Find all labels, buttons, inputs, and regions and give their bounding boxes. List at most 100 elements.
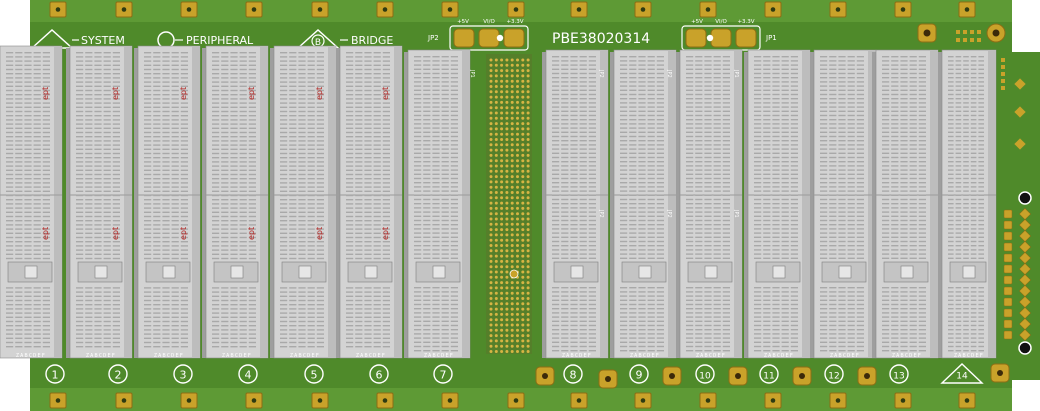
- connector-4-pin: [212, 178, 220, 180]
- connector-9-pin: [629, 299, 637, 301]
- connector-2-pin: [103, 249, 111, 251]
- connector-2-pin: [103, 220, 111, 222]
- jumper-jp2: JP2 +5V VI/O +3.3V: [427, 19, 529, 51]
- connector-11-pin: [790, 60, 798, 62]
- connector-4-pin: [221, 241, 229, 243]
- connector-12-pin: [847, 211, 855, 213]
- connector-11-pin: [763, 194, 771, 196]
- connector-1-pin: [33, 85, 41, 87]
- connector-3-pin: [171, 287, 179, 289]
- connector-2-pin: [94, 81, 102, 83]
- connector-4-pin: [248, 85, 256, 87]
- connector-9-pin: [647, 119, 655, 121]
- connector-5-pin: [316, 304, 324, 306]
- connector-12-pin: [847, 224, 855, 226]
- connector-3-pin: [153, 161, 161, 163]
- connector-9-pin: [656, 119, 664, 121]
- via-283: [500, 244, 504, 247]
- connector-3-pin: [153, 333, 161, 335]
- connector-12-pin: [838, 249, 846, 251]
- connector-1-pin: [15, 215, 23, 218]
- connector-2-pin: [94, 241, 102, 243]
- vias: [489, 58, 530, 353]
- connector-10-pin: [713, 165, 721, 167]
- connector-12-pin: [820, 127, 828, 129]
- connector-14-pin: [948, 98, 954, 100]
- connector-10-pin: [713, 320, 721, 322]
- connector-8-pin: [552, 119, 560, 121]
- connector-9-pin: [656, 169, 664, 171]
- connector-8-pin: [588, 127, 596, 129]
- connector-7-pin: [414, 152, 422, 154]
- connector-1-pin: [24, 173, 32, 176]
- connector-10-pin: [722, 312, 730, 314]
- via-161: [489, 164, 493, 168]
- connector-5-pin: [316, 165, 324, 167]
- connector-10-pin: [704, 123, 712, 125]
- connector-8-pin: [561, 89, 569, 91]
- connector-4-pin: [239, 211, 247, 213]
- connector-13-pin: [909, 253, 917, 255]
- via-219: [500, 201, 504, 205]
- connector-6-pin: [346, 131, 354, 134]
- connector-5-pin: [280, 81, 288, 83]
- connector-3-pin: [144, 304, 152, 306]
- connector-7-pin: [432, 85, 440, 87]
- connector-8-pin: [552, 236, 560, 238]
- connector-9-pin: [656, 329, 664, 331]
- jumper-jp2-pin2: VI/O: [483, 19, 495, 25]
- connector-12-pin: [820, 114, 828, 117]
- connector-8-pin: [552, 198, 560, 201]
- connector-13-pin: [900, 236, 908, 238]
- connector-5-pin: [298, 190, 306, 192]
- connector-9-pin: [647, 131, 655, 133]
- connector-10-pin: [695, 110, 703, 112]
- connector-3-pin: [153, 194, 161, 197]
- connector-2-pin: [103, 186, 111, 188]
- connector-13-pin: [900, 161, 908, 163]
- via-186: [494, 180, 498, 184]
- connector-6-pin: [382, 173, 390, 176]
- connector-5-pin: [316, 115, 324, 117]
- connector-7-pin: [414, 224, 422, 226]
- connector-12-pin: [829, 156, 837, 159]
- connector-10-pin: [722, 110, 730, 112]
- connector-3-pin: [153, 190, 161, 192]
- via-87: [521, 111, 525, 115]
- connector-13-pin: [882, 291, 890, 293]
- connector-3-pin: [153, 257, 161, 260]
- connector-9-pin: [647, 161, 655, 163]
- connector-12-pin: [847, 236, 855, 238]
- connector-1-pin: [15, 329, 23, 331]
- connector-1-pin: [6, 136, 14, 138]
- connector-13-pin: [882, 207, 890, 209]
- connector-4-pin: [239, 257, 247, 260]
- connector-3-pin: [162, 295, 170, 297]
- connector-1-pin: [42, 291, 50, 293]
- connector-8-pin: [552, 228, 560, 230]
- connector-5-pin: [280, 346, 288, 348]
- connector-5-pin: [298, 325, 306, 327]
- connector-4-pin: [248, 119, 256, 121]
- connector-5-pin: [316, 119, 324, 121]
- connector-9-pin: [656, 123, 664, 125]
- connector-13-pin: [900, 64, 908, 66]
- via-356: [505, 291, 509, 295]
- connector-7-pin: [432, 211, 440, 213]
- connector-14-pin: [948, 64, 954, 66]
- via-437: [510, 344, 514, 348]
- connector-11-pin: [790, 64, 798, 66]
- connector-11-pin: [763, 215, 771, 217]
- connector-2-pin: [112, 253, 120, 255]
- connector-7-pin: [450, 295, 458, 297]
- connector-2-pin: [94, 60, 102, 62]
- connector-4-pin: [239, 220, 247, 222]
- connector-10-pin: [686, 68, 694, 70]
- connector-12-pin: [856, 228, 864, 230]
- connector-2-pin: [76, 89, 84, 92]
- connector-2-pin: [76, 232, 84, 234]
- connector-3-pin: [162, 81, 170, 83]
- connector-7-pin: [414, 324, 422, 327]
- connector-13-pin: [882, 245, 890, 247]
